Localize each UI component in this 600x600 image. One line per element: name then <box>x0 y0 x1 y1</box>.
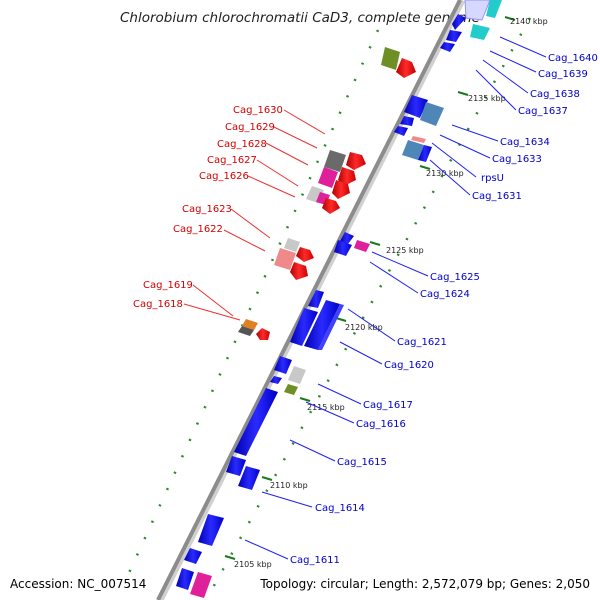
gene-label: Cag_1633 <box>492 154 542 165</box>
cds-box <box>420 102 444 126</box>
cds-box <box>290 308 318 346</box>
gene-label: Cag_1618 <box>133 299 183 310</box>
gene-label: Cag_1627 <box>207 155 257 166</box>
cds-box <box>324 150 346 172</box>
kbp-tick-label: 2125 kbp <box>386 246 424 255</box>
cds-arrow <box>184 548 202 564</box>
backbone <box>156 0 462 600</box>
cds-box <box>274 248 296 270</box>
gene-label: Cag_1616 <box>356 419 406 430</box>
gene-label: Cag_1624 <box>420 289 470 300</box>
map-title: Chlorobium chlorochromatii CaD3, complet… <box>120 10 480 26</box>
cds-arrow <box>346 152 366 170</box>
cds-box <box>318 167 338 188</box>
cds-box <box>238 326 254 336</box>
cds-box <box>354 240 370 252</box>
kbp-tick-label: 2105 kbp <box>234 560 272 569</box>
gene-label: Cag_1619 <box>143 280 193 291</box>
gene-label: Cag_1634 <box>500 137 550 148</box>
cds-box <box>234 388 278 456</box>
cds-arrow <box>334 240 352 256</box>
cds-arrow <box>332 180 350 199</box>
cds-arrow <box>256 328 270 340</box>
gene-label: Cag_1614 <box>315 503 365 514</box>
cds-box <box>238 466 260 490</box>
cds-box <box>176 568 194 590</box>
cds-arrow <box>400 116 414 126</box>
cds-arrow <box>308 290 324 308</box>
cds-arrow <box>440 42 455 52</box>
cds-arrow <box>318 304 344 350</box>
kbp-tick-label: 2120 kbp <box>345 323 383 332</box>
gene-label: Cag_1639 <box>538 69 588 80</box>
gene-label: Cag_1620 <box>384 360 434 371</box>
gene-label: Cag_1625 <box>430 272 480 283</box>
cds-arrow <box>470 24 490 40</box>
gene-label: Cag_1628 <box>217 139 267 150</box>
cds-box <box>284 384 298 395</box>
cds-box <box>402 140 424 160</box>
cds-arrow <box>452 14 466 30</box>
gene-label: Cag_1617 <box>363 400 413 411</box>
cds-box <box>226 456 246 476</box>
cds-box <box>418 145 432 162</box>
cds-box <box>242 319 258 330</box>
cds-box <box>304 300 340 350</box>
cds-arrow <box>486 0 502 18</box>
gene-label: Cag_1623 <box>182 204 232 215</box>
cds-box <box>198 514 224 546</box>
reverse-connectors <box>244 36 547 560</box>
reverse-gene-labels: Cag_1640 Cag_1639 Cag_1638 Cag_1637 Cag_… <box>290 53 598 566</box>
gene-label: Cag_1621 <box>397 337 447 348</box>
cds-arrow <box>322 198 340 214</box>
gene-label: Cag_1637 <box>518 106 568 117</box>
cds-arrow <box>464 0 491 21</box>
gene-label: Cag_1640 <box>548 53 598 64</box>
gene-label: Cag_1638 <box>530 89 580 100</box>
cds-arrow <box>290 262 308 280</box>
cds-arrow <box>296 247 314 262</box>
gene-label: Cag_1622 <box>173 224 223 235</box>
cds-arrow <box>340 232 354 244</box>
kbp-ticks: 2140 kbp 2135 kbp 2130 kbp 2125 kbp 2120… <box>224 16 548 569</box>
gene-label: Cag_1631 <box>472 191 522 202</box>
gene-features <box>176 0 502 598</box>
cds-box <box>190 572 212 598</box>
cds-arrow <box>394 126 408 136</box>
kbp-tick-label: 2110 kbp <box>270 481 308 490</box>
cds-box <box>411 136 426 143</box>
cds-arrow <box>270 376 282 384</box>
gene-label: Cag_1626 <box>199 171 249 182</box>
cds-arrow <box>338 167 356 186</box>
cds-arrow <box>396 58 416 78</box>
gene-label: Cag_1629 <box>225 122 275 133</box>
topology-text: Topology: circular; Length: 2,572,079 bp… <box>259 577 590 591</box>
kbp-tick-label: 2135 kbp <box>468 94 506 103</box>
cds-box <box>404 95 428 118</box>
cds-box <box>274 356 292 374</box>
cds-box <box>381 47 400 70</box>
cds-arrow <box>446 30 462 42</box>
forward-gene-labels: Cag_1630 Cag_1629 Cag_1628 Cag_1627 Cag_… <box>133 105 283 310</box>
cds-box <box>284 238 300 252</box>
cds-box <box>288 366 306 384</box>
gene-label: Cag_1615 <box>337 457 387 468</box>
kbp-tick-label: 2115 kbp <box>307 403 345 412</box>
gene-label: rpsU <box>481 173 504 184</box>
accession-text: Accession: NC_007514 <box>10 577 146 591</box>
kbp-tick-label: 2140 kbp <box>510 17 548 26</box>
gene-label: Cag_1630 <box>233 105 283 116</box>
forward-connectors <box>183 109 326 321</box>
gene-label: Cag_1611 <box>290 555 340 566</box>
